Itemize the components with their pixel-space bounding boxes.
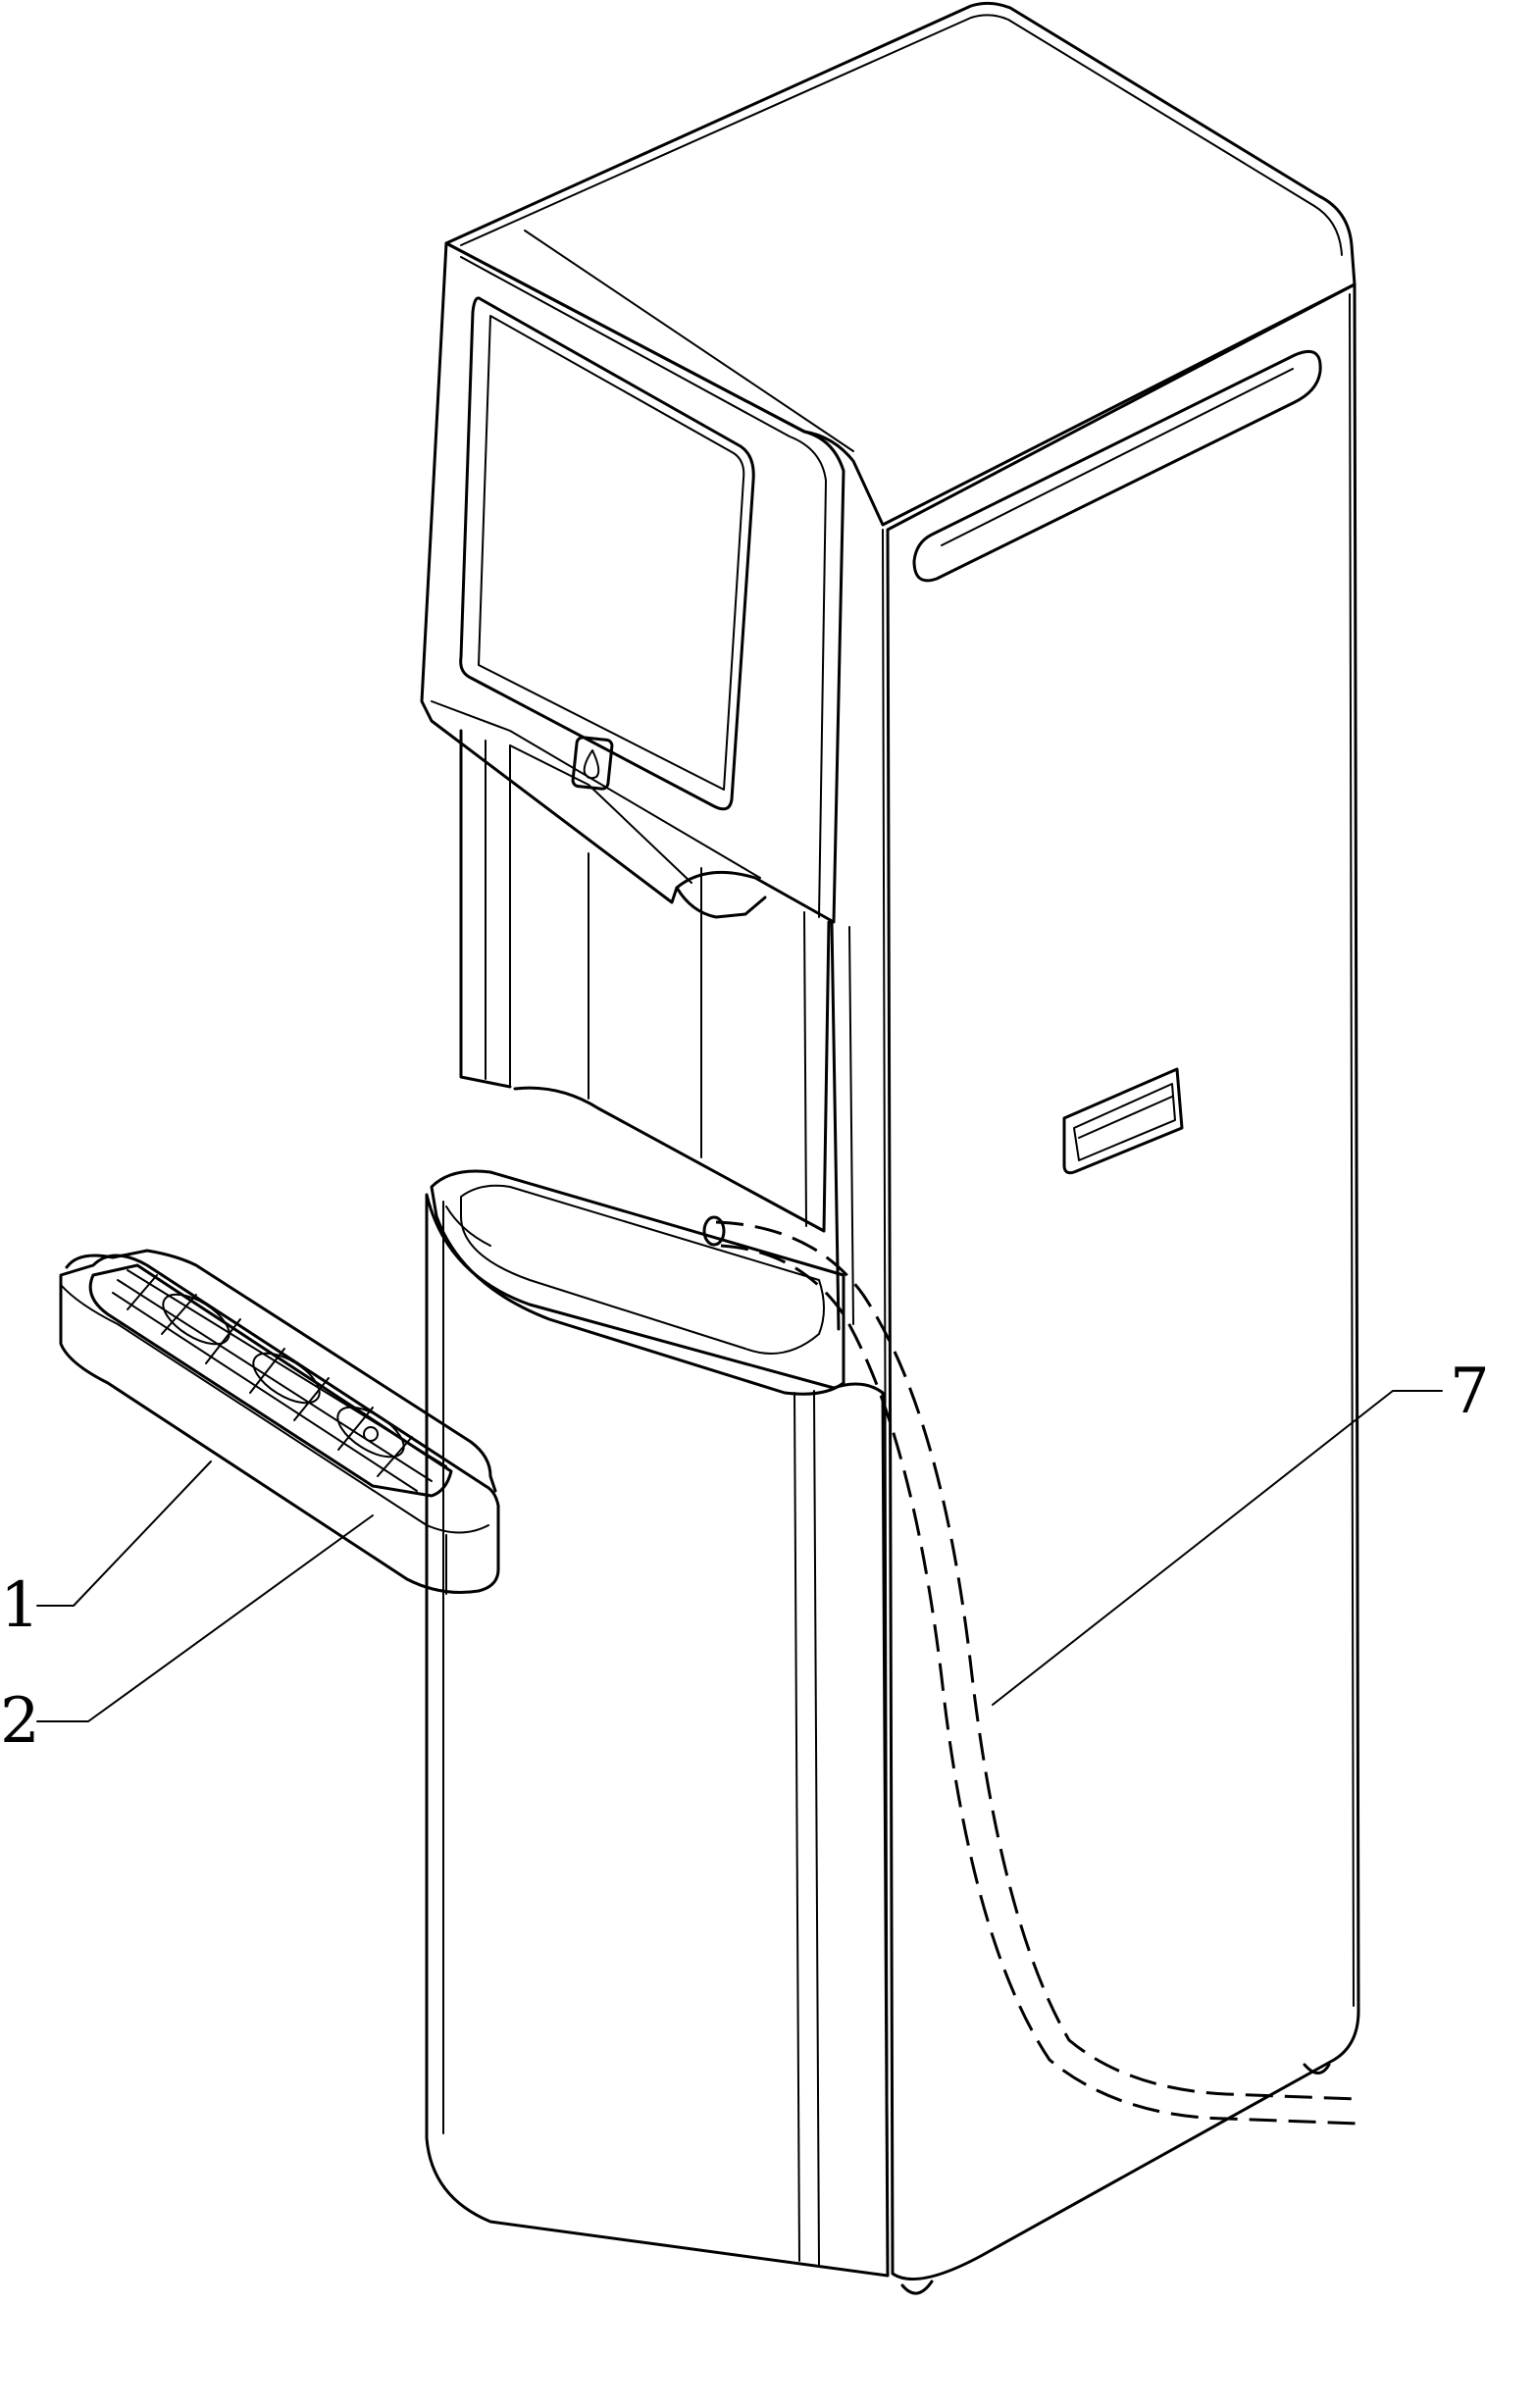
tray-grille — [88, 1263, 453, 1498]
catch-basin — [430, 1169, 845, 1396]
cabinet-top-inner-edge — [460, 14, 1343, 256]
water-drop-icon — [583, 749, 600, 780]
alcove-right-pillar — [830, 920, 841, 1331]
leader-line-1 — [36, 1460, 212, 1607]
control-head-lower-edge — [431, 700, 761, 879]
callouts: 1 2 7 — [0, 1356, 1490, 1758]
cabinet — [444, 1, 1360, 2295]
drip-tray-rim — [65, 1249, 497, 1493]
cabinet-right-side — [886, 282, 1360, 2281]
drain-port — [702, 1215, 726, 1247]
leader-line-2 — [36, 1514, 374, 1722]
side-vent-slot — [912, 350, 1322, 583]
leader-line-7 — [992, 1390, 1443, 1706]
dispense-button[interactable] — [571, 736, 614, 791]
drain-hose — [715, 1220, 1359, 2126]
drip-tray[interactable] — [59, 1249, 500, 1595]
drip-tray-body — [59, 1254, 500, 1594]
cabinet-top — [444, 1, 1357, 527]
display-screen[interactable] — [459, 296, 755, 811]
alcove-back-wall — [513, 920, 831, 1233]
dispensing-alcove — [459, 729, 854, 1331]
label-2: 2 — [0, 1685, 40, 1758]
foot-right — [1303, 2063, 1331, 2075]
side-handle[interactable] — [1062, 1067, 1184, 1175]
alcove-left-pillar — [459, 729, 512, 1089]
lower-cabinet — [425, 1169, 890, 2278]
label-1: 1 — [0, 1569, 40, 1642]
cabinet-top-front-bevel — [524, 230, 854, 452]
water-outlet — [675, 886, 767, 919]
label-7: 7 — [1450, 1356, 1490, 1428]
cabinet-right-bevel — [1349, 293, 1355, 2007]
foot-front — [900, 2280, 934, 2295]
